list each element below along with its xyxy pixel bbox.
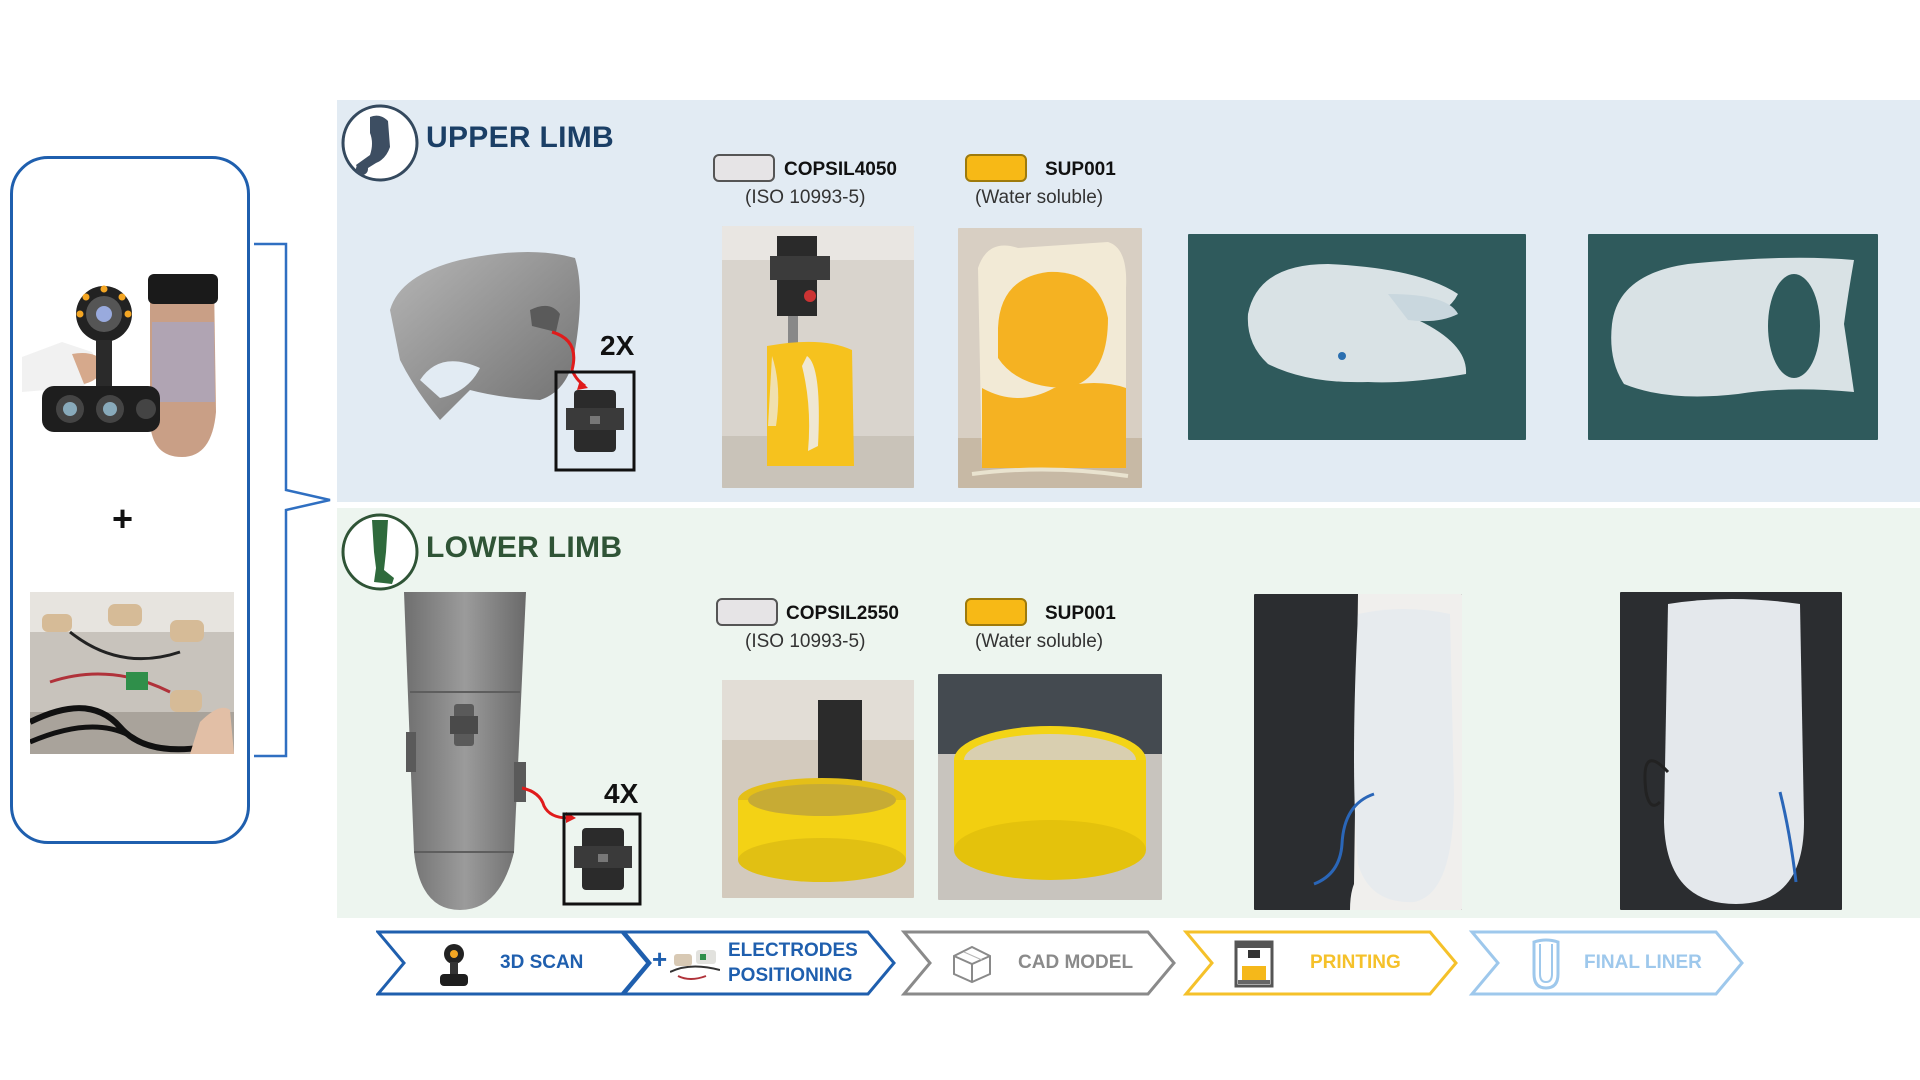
upper-material-swatch-sup <box>965 154 1027 182</box>
upper-limb-icon <box>341 104 419 182</box>
lower-printed-support-photo <box>938 674 1162 900</box>
upper-material-note-copsil: (ISO 10993-5) <box>745 187 866 208</box>
plus-sign: + <box>112 498 134 539</box>
lower-material-name-copsil: COPSIL2550 <box>786 603 899 624</box>
electrodes-photo <box>30 592 234 754</box>
bracket <box>254 242 331 758</box>
lower-material-note-sup: (Water soluble) <box>975 631 1104 652</box>
upper-material-name-sup: SUP001 <box>1045 159 1116 180</box>
step-electrodes-label-line1: ELECTRODES <box>728 940 858 961</box>
lower-final-liner-photo <box>1620 592 1842 910</box>
upper-multiplier: 2X <box>600 330 635 361</box>
scan-photo <box>22 262 228 462</box>
cube-icon <box>953 945 991 984</box>
lower-material-note-copsil: (ISO 10993-5) <box>745 631 866 652</box>
liner-icon <box>1532 938 1560 990</box>
lower-limb-title: LOWER LIMB <box>426 531 623 564</box>
upper-material-name-copsil: COPSIL4050 <box>784 159 897 180</box>
step-electrodes-plus: + <box>652 944 668 974</box>
lower-printed-liner-photo <box>1254 594 1462 910</box>
step-cad-model-label: CAD MODEL <box>1018 952 1134 973</box>
lower-material-swatch-copsil <box>716 598 778 626</box>
lower-printing-photo <box>722 680 914 898</box>
step-printing-label: PRINTING <box>1310 952 1401 973</box>
upper-final-liner-photo <box>1588 234 1878 440</box>
upper-limb-title: UPPER LIMB <box>426 121 615 154</box>
upper-cad-model <box>390 251 636 472</box>
step-electrodes-label-line2: POSITIONING <box>728 965 853 986</box>
lower-limb-icon <box>341 513 419 591</box>
electrodes-icon <box>670 950 720 980</box>
lower-material-name-sup: SUP001 <box>1045 603 1116 624</box>
lower-multiplier: 4X <box>604 778 639 809</box>
upper-printed-liner-photo <box>1188 234 1526 440</box>
scanner-icon <box>440 944 468 986</box>
step-3d-scan-label: 3D SCAN <box>500 952 584 973</box>
upper-printing-photo <box>722 226 914 488</box>
upper-printed-support-photo <box>958 228 1142 488</box>
lower-material-swatch-sup <box>965 598 1027 626</box>
upper-material-note-sup: (Water soluble) <box>975 187 1104 208</box>
lower-cad-model <box>404 592 642 910</box>
printer-icon <box>1234 940 1274 988</box>
upper-material-swatch-copsil <box>713 154 775 182</box>
step-final-liner-label: FINAL LINER <box>1584 952 1702 973</box>
